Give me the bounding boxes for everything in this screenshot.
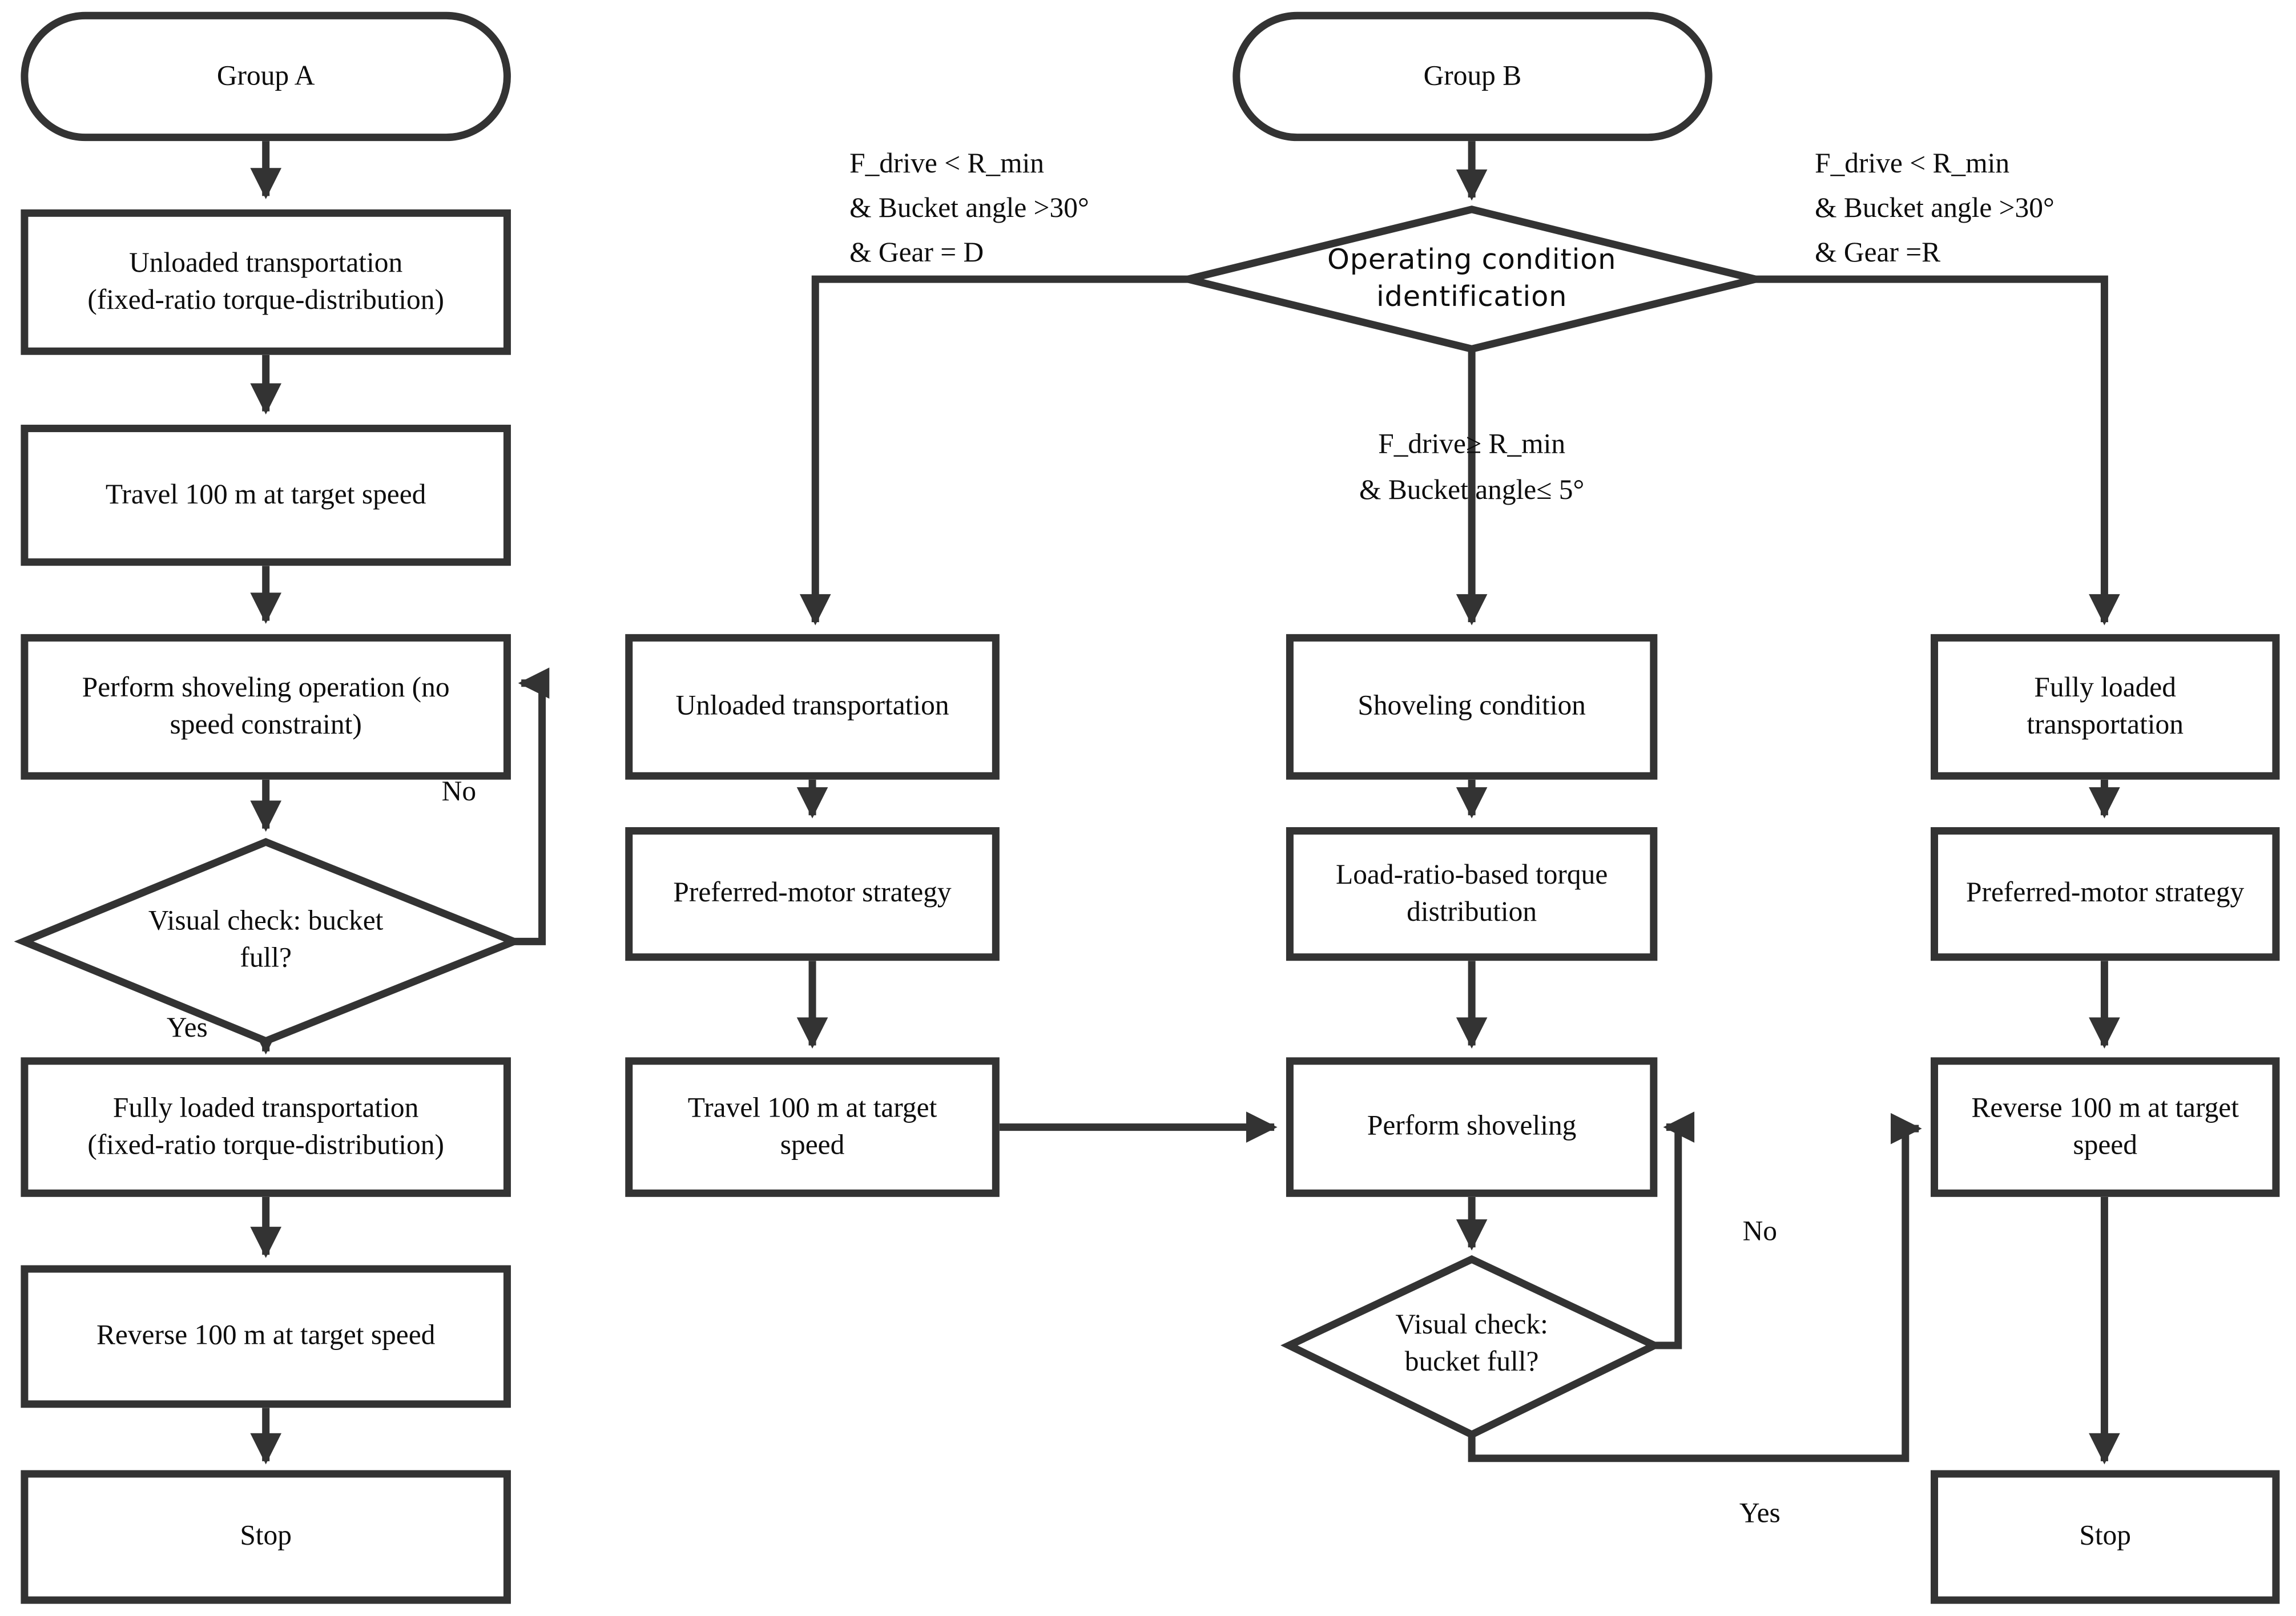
groupA-label-yes: Yes xyxy=(166,1013,208,1044)
groupB-box-travel-100m: Travel 100 m at target speed xyxy=(625,1057,1000,1197)
groupB-condition-middle: F_drive≥ R_min & Bucket angle≤ 5° xyxy=(1359,429,1585,507)
groupA-box-fully-loaded: Fully loaded transportation (fixed-ratio… xyxy=(21,1057,511,1197)
groupB-box-reverse-100m: Reverse 100 m at target speed xyxy=(1931,1057,2280,1197)
groupB-label-no: No xyxy=(1742,1216,1778,1248)
groupB-box-stop: Stop xyxy=(1931,1470,2280,1604)
groupB-box-fully-loaded: Fully loaded transportation xyxy=(1931,634,2280,780)
groupA-decision-shape xyxy=(14,838,524,1045)
groupB-condition-left: F_drive < R_min & Bucket angle >30° & Ge… xyxy=(849,148,1089,269)
groupA-box-travel-100m: Travel 100 m at target speed xyxy=(21,425,511,566)
groupA-start: Group A xyxy=(21,11,511,142)
groupA-label-no: No xyxy=(441,776,477,808)
groupB-label-yes: Yes xyxy=(1739,1498,1781,1530)
arrow-b-branch-left xyxy=(799,275,1189,626)
groupB-decision-bucket-full: Visual check: bucket full? xyxy=(1395,1310,1548,1379)
groupB-box-perform-shoveling: Perform shoveling xyxy=(1286,1057,1658,1197)
arrow-b-yes-to-reverse xyxy=(1468,1113,1922,1462)
groupA-box-reverse-100m: Reverse 100 m at target speed xyxy=(21,1265,511,1408)
groupB-box-load-ratio-torque: Load-ratio-based torque distribution xyxy=(1286,827,1658,961)
groupA-box-unloaded-transportation: Unloaded transportation (fixed-ratio tor… xyxy=(21,209,511,355)
groupA-decision-bucket-full: Visual check: bucket full? xyxy=(148,906,384,974)
groupB-condition-right: F_drive < R_min & Bucket angle >30° & Ge… xyxy=(1815,148,2055,269)
groupB-box-preferred-motor-left: Preferred-motor strategy xyxy=(625,827,1000,961)
arrow-b-no-loop xyxy=(1654,1111,1695,1349)
groupB-start: Group B xyxy=(1232,11,1713,142)
arrow-b-branch-right xyxy=(1755,275,2120,626)
groupB-visual-check-shape xyxy=(1280,1255,1663,1439)
groupA-box-perform-shoveling: Perform shoveling operation (no speed co… xyxy=(21,634,511,780)
groupB-decision-shape xyxy=(1187,205,1757,353)
groupB-box-preferred-motor-right: Preferred-motor strategy xyxy=(1931,827,2280,961)
groupB-box-shoveling-condition: Shoveling condition xyxy=(1286,634,1658,780)
groupB-decision-operating-condition: Operating condition identification xyxy=(1327,244,1617,313)
groupB-box-unloaded-transportation: Unloaded transportation xyxy=(625,634,1000,780)
groupA-box-stop: Stop xyxy=(21,1470,511,1604)
arrow-a-no-loop xyxy=(514,667,550,945)
